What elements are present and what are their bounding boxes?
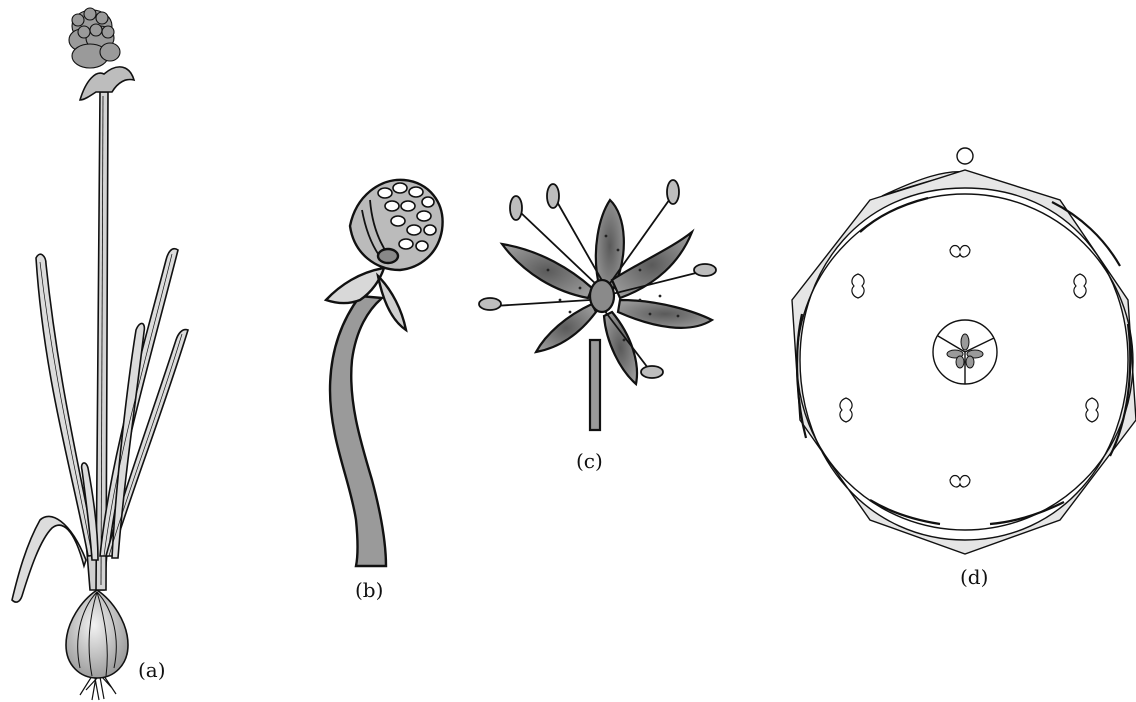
peduncle — [330, 296, 386, 566]
whole-plant-illustration — [12, 8, 188, 700]
ovary — [590, 280, 614, 312]
mother-axis — [957, 148, 973, 164]
label-b: (b) — [355, 578, 383, 602]
floral-diagram — [792, 148, 1136, 554]
label-d: (d) — [960, 565, 988, 589]
single-flower-illustration — [479, 180, 716, 430]
bulb — [66, 590, 128, 678]
pedicel — [590, 340, 600, 430]
label-c: (c) — [576, 449, 603, 473]
roots — [80, 676, 116, 700]
label-a: (a) — [138, 658, 166, 682]
inflorescence-spathe-illustration — [326, 180, 443, 566]
umbel-head — [69, 8, 120, 68]
